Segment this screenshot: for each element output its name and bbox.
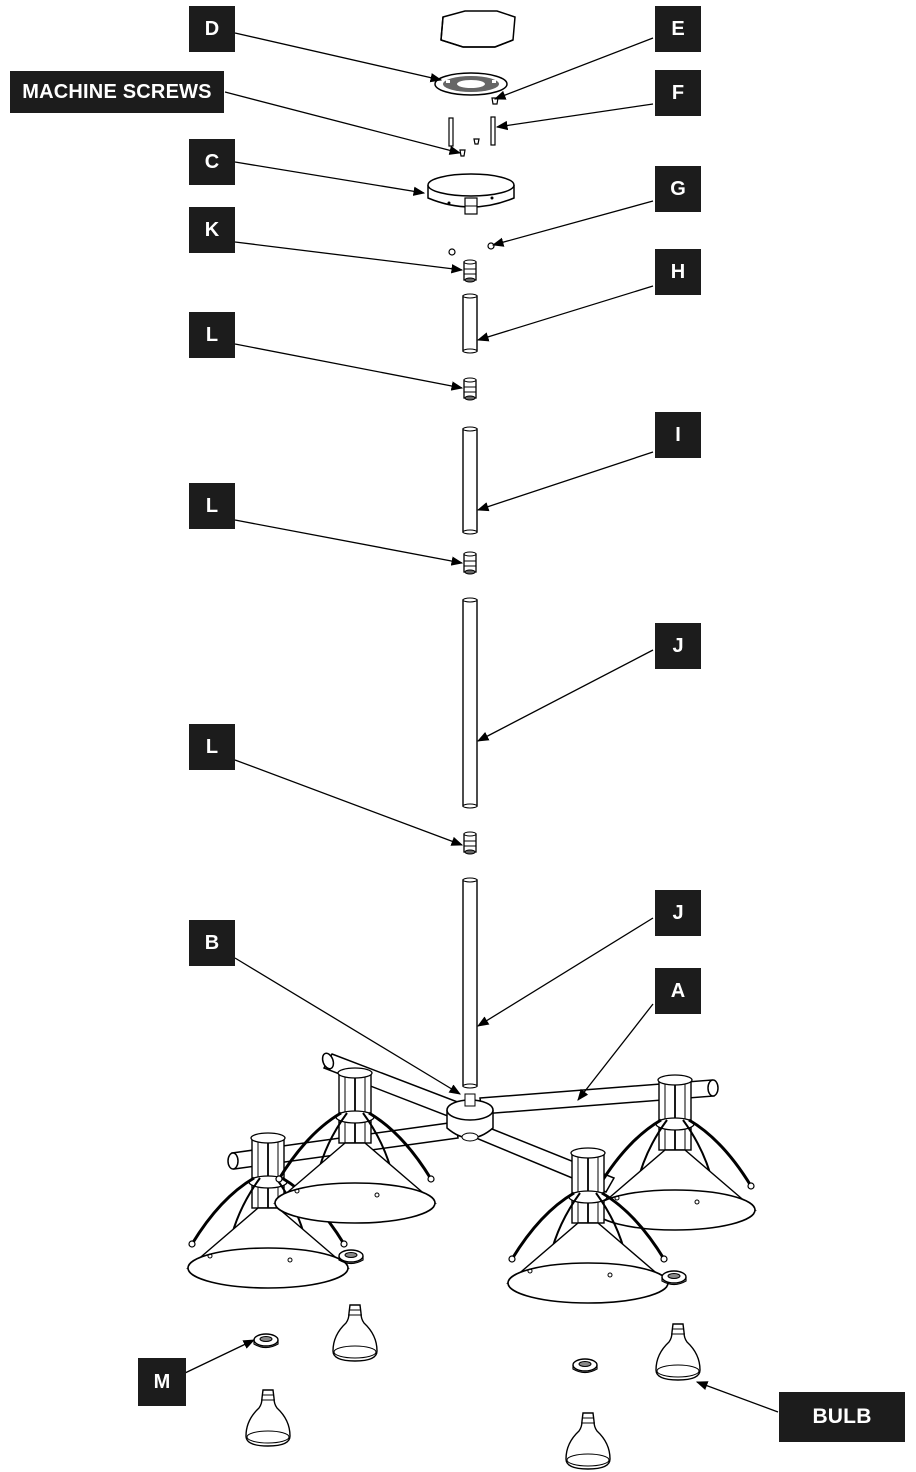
hub-b <box>446 1093 494 1142</box>
ring-m-3 <box>253 1333 279 1349</box>
label-b: B <box>189 920 235 966</box>
screws-and-rods <box>448 97 499 157</box>
coupler-l2 <box>463 551 477 575</box>
label-machine-screws: MACHINE SCREWS <box>10 71 224 113</box>
bulb-1 <box>332 1304 378 1362</box>
leader-lines <box>184 32 779 1413</box>
stem-j-lower <box>462 877 478 1089</box>
label-i: I <box>655 412 701 458</box>
label-j-1: J <box>655 623 701 669</box>
label-l-3: L <box>189 724 235 770</box>
stem-h <box>462 293 478 354</box>
mounting-plate-d <box>434 72 508 96</box>
bulb-3 <box>245 1389 291 1447</box>
ring-m-2 <box>661 1270 687 1286</box>
label-e: E <box>655 6 701 52</box>
label-f: F <box>655 70 701 116</box>
stem-i <box>462 426 478 535</box>
label-g: G <box>655 166 701 212</box>
label-j-2: J <box>655 890 701 936</box>
coupler-l1 <box>463 377 477 401</box>
label-d: D <box>189 6 235 52</box>
ring-m-1 <box>338 1249 364 1265</box>
label-a: A <box>655 968 701 1014</box>
canopy-c <box>427 173 515 215</box>
stem-j-upper <box>462 597 478 809</box>
junction-box <box>440 10 516 48</box>
label-l-2: L <box>189 483 235 529</box>
label-bulb: BULB <box>779 1392 905 1442</box>
set-screws-g <box>448 242 495 256</box>
bulb-4 <box>565 1412 611 1470</box>
ring-m-4 <box>572 1358 598 1374</box>
label-k: K <box>189 207 235 253</box>
bulb-2 <box>655 1323 701 1381</box>
label-l-1: L <box>189 312 235 358</box>
label-m: M <box>138 1358 186 1406</box>
label-h: H <box>655 249 701 295</box>
label-c: C <box>189 139 235 185</box>
coupler-l3 <box>463 831 477 855</box>
coupler-k <box>463 259 477 283</box>
